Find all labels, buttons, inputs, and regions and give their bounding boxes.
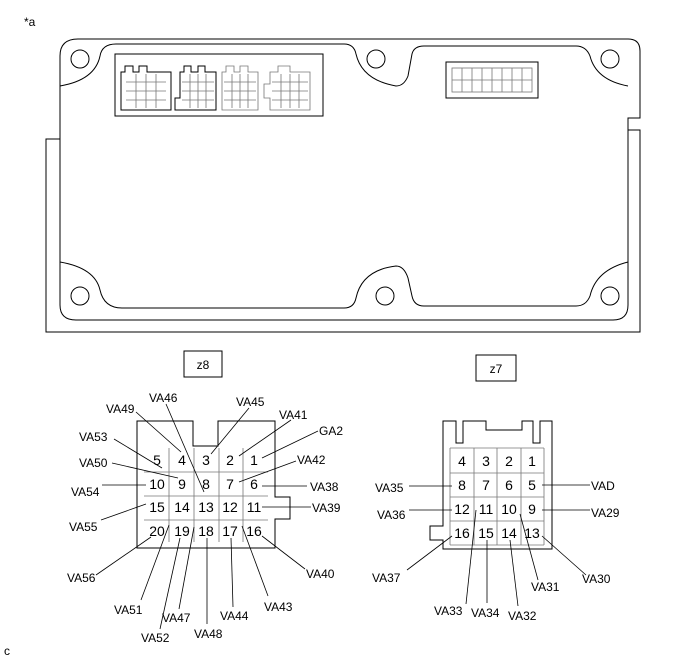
z7-pin: 10 <box>501 501 517 517</box>
label-va46: VA46 <box>149 391 178 405</box>
z8-tag: z8 <box>197 358 210 372</box>
label-va45: VA45 <box>236 395 265 409</box>
label-va52: VA52 <box>141 631 170 645</box>
label-va55: VA55 <box>69 520 98 534</box>
label-va33: VA33 <box>434 604 463 618</box>
z8-pin: 5 <box>153 452 161 468</box>
z8-pin: 7 <box>226 476 234 492</box>
connector-z7: z7 4 3 2 1 8 7 6 5 12 11 10 9 16 15 14 <box>372 354 620 623</box>
connector-z8: z8 5 4 3 2 1 10 9 8 7 6 15 14 13 12 11 2… <box>67 350 343 645</box>
z7-pin-numbers: 4 3 2 1 8 7 6 5 12 11 10 9 16 15 14 13 <box>454 453 540 541</box>
label-va38: VA38 <box>310 480 339 494</box>
z8-housing <box>136 420 291 549</box>
figure-mark-c: c <box>4 644 10 658</box>
z7-pin: 9 <box>528 501 536 517</box>
z8-pin: 3 <box>202 452 210 468</box>
z8-pin: 8 <box>202 476 210 492</box>
z7-housing <box>429 420 553 550</box>
label-va37: VA37 <box>372 571 401 585</box>
z8-pin-numbers: 5 4 3 2 1 10 9 8 7 6 15 14 13 12 11 20 1… <box>149 452 262 539</box>
housing-connector-block <box>114 53 324 117</box>
z7-pin: 2 <box>505 453 513 469</box>
label-va44: VA44 <box>220 609 249 623</box>
label-va31: VA31 <box>531 580 560 594</box>
z7-pin: 15 <box>478 525 494 541</box>
z8-pin: 12 <box>222 499 238 515</box>
z7-pin: 8 <box>458 477 466 493</box>
z8-pin: 15 <box>149 499 165 515</box>
label-va34: VA34 <box>471 606 500 620</box>
z7-wire-labels: VA35 VAD VA36 VA29 VA37 VA30 VA31 VA33 V… <box>372 479 620 623</box>
housing-connector-3 <box>221 65 259 111</box>
z8-pin: 1 <box>250 452 258 468</box>
z8-leader-lines <box>95 403 319 630</box>
z7-pin: 6 <box>505 477 513 493</box>
z8-pin: 19 <box>174 523 190 539</box>
label-va35: VA35 <box>375 481 404 495</box>
ecu-housing <box>45 38 641 333</box>
label-va51: VA51 <box>114 603 143 617</box>
housing-connector-2 <box>174 65 217 111</box>
label-va36: VA36 <box>377 508 406 522</box>
label-va42: VA42 <box>297 453 326 467</box>
z8-pin: 6 <box>250 476 258 492</box>
z7-tag-box <box>475 354 517 382</box>
label-va40: VA40 <box>306 567 335 581</box>
z7-pin: 16 <box>454 525 470 541</box>
z8-pin: 4 <box>178 452 186 468</box>
z8-wire-labels: VA49 VA46 VA45 VA41 GA2 VA53 VA42 VA50 V… <box>67 391 343 645</box>
z8-pin: 13 <box>198 499 214 515</box>
label-va41: VA41 <box>279 408 308 422</box>
z7-pin: 7 <box>482 477 490 493</box>
z7-pin: 12 <box>454 501 470 517</box>
z8-pin: 18 <box>198 523 214 539</box>
z7-pin: 14 <box>501 525 517 541</box>
label-va54: VA54 <box>71 485 100 499</box>
z7-pin: 3 <box>482 453 490 469</box>
housing-connector-1 <box>120 65 172 111</box>
z8-pin: 9 <box>178 476 186 492</box>
label-va32: VA32 <box>508 609 537 623</box>
label-va49: VA49 <box>106 402 135 416</box>
label-va39: VA39 <box>312 501 341 515</box>
z8-pin: 16 <box>246 523 262 539</box>
label-va48: VA48 <box>194 627 223 641</box>
z7-pin: 4 <box>458 453 466 469</box>
z8-pin: 10 <box>149 476 165 492</box>
z8-pin: 2 <box>226 452 234 468</box>
z8-pin: 20 <box>149 523 165 539</box>
z7-pin: 13 <box>524 525 540 541</box>
label-ga2: GA2 <box>319 424 343 438</box>
z7-pin: 11 <box>479 501 494 517</box>
z8-pin: 14 <box>174 499 190 515</box>
figure-mark-a: *a <box>24 15 36 29</box>
label-vad: VAD <box>591 479 615 493</box>
housing-connector-5 <box>445 61 539 99</box>
z7-tag: z7 <box>490 362 503 376</box>
label-va29: VA29 <box>591 506 620 520</box>
z7-leader-lines <box>406 484 590 607</box>
housing-connector-4 <box>263 65 311 111</box>
label-va47: VA47 <box>162 611 191 625</box>
z7-pin: 1 <box>528 453 536 469</box>
label-va53: VA53 <box>79 430 108 444</box>
z8-pin: 11 <box>247 499 262 515</box>
label-va56: VA56 <box>67 571 96 585</box>
label-va50: VA50 <box>79 456 108 470</box>
label-va30: VA30 <box>582 572 611 586</box>
z8-pin: 17 <box>222 523 238 539</box>
z7-pin: 5 <box>528 477 536 493</box>
z8-tag-box <box>183 350 223 378</box>
label-va43: VA43 <box>264 600 293 614</box>
